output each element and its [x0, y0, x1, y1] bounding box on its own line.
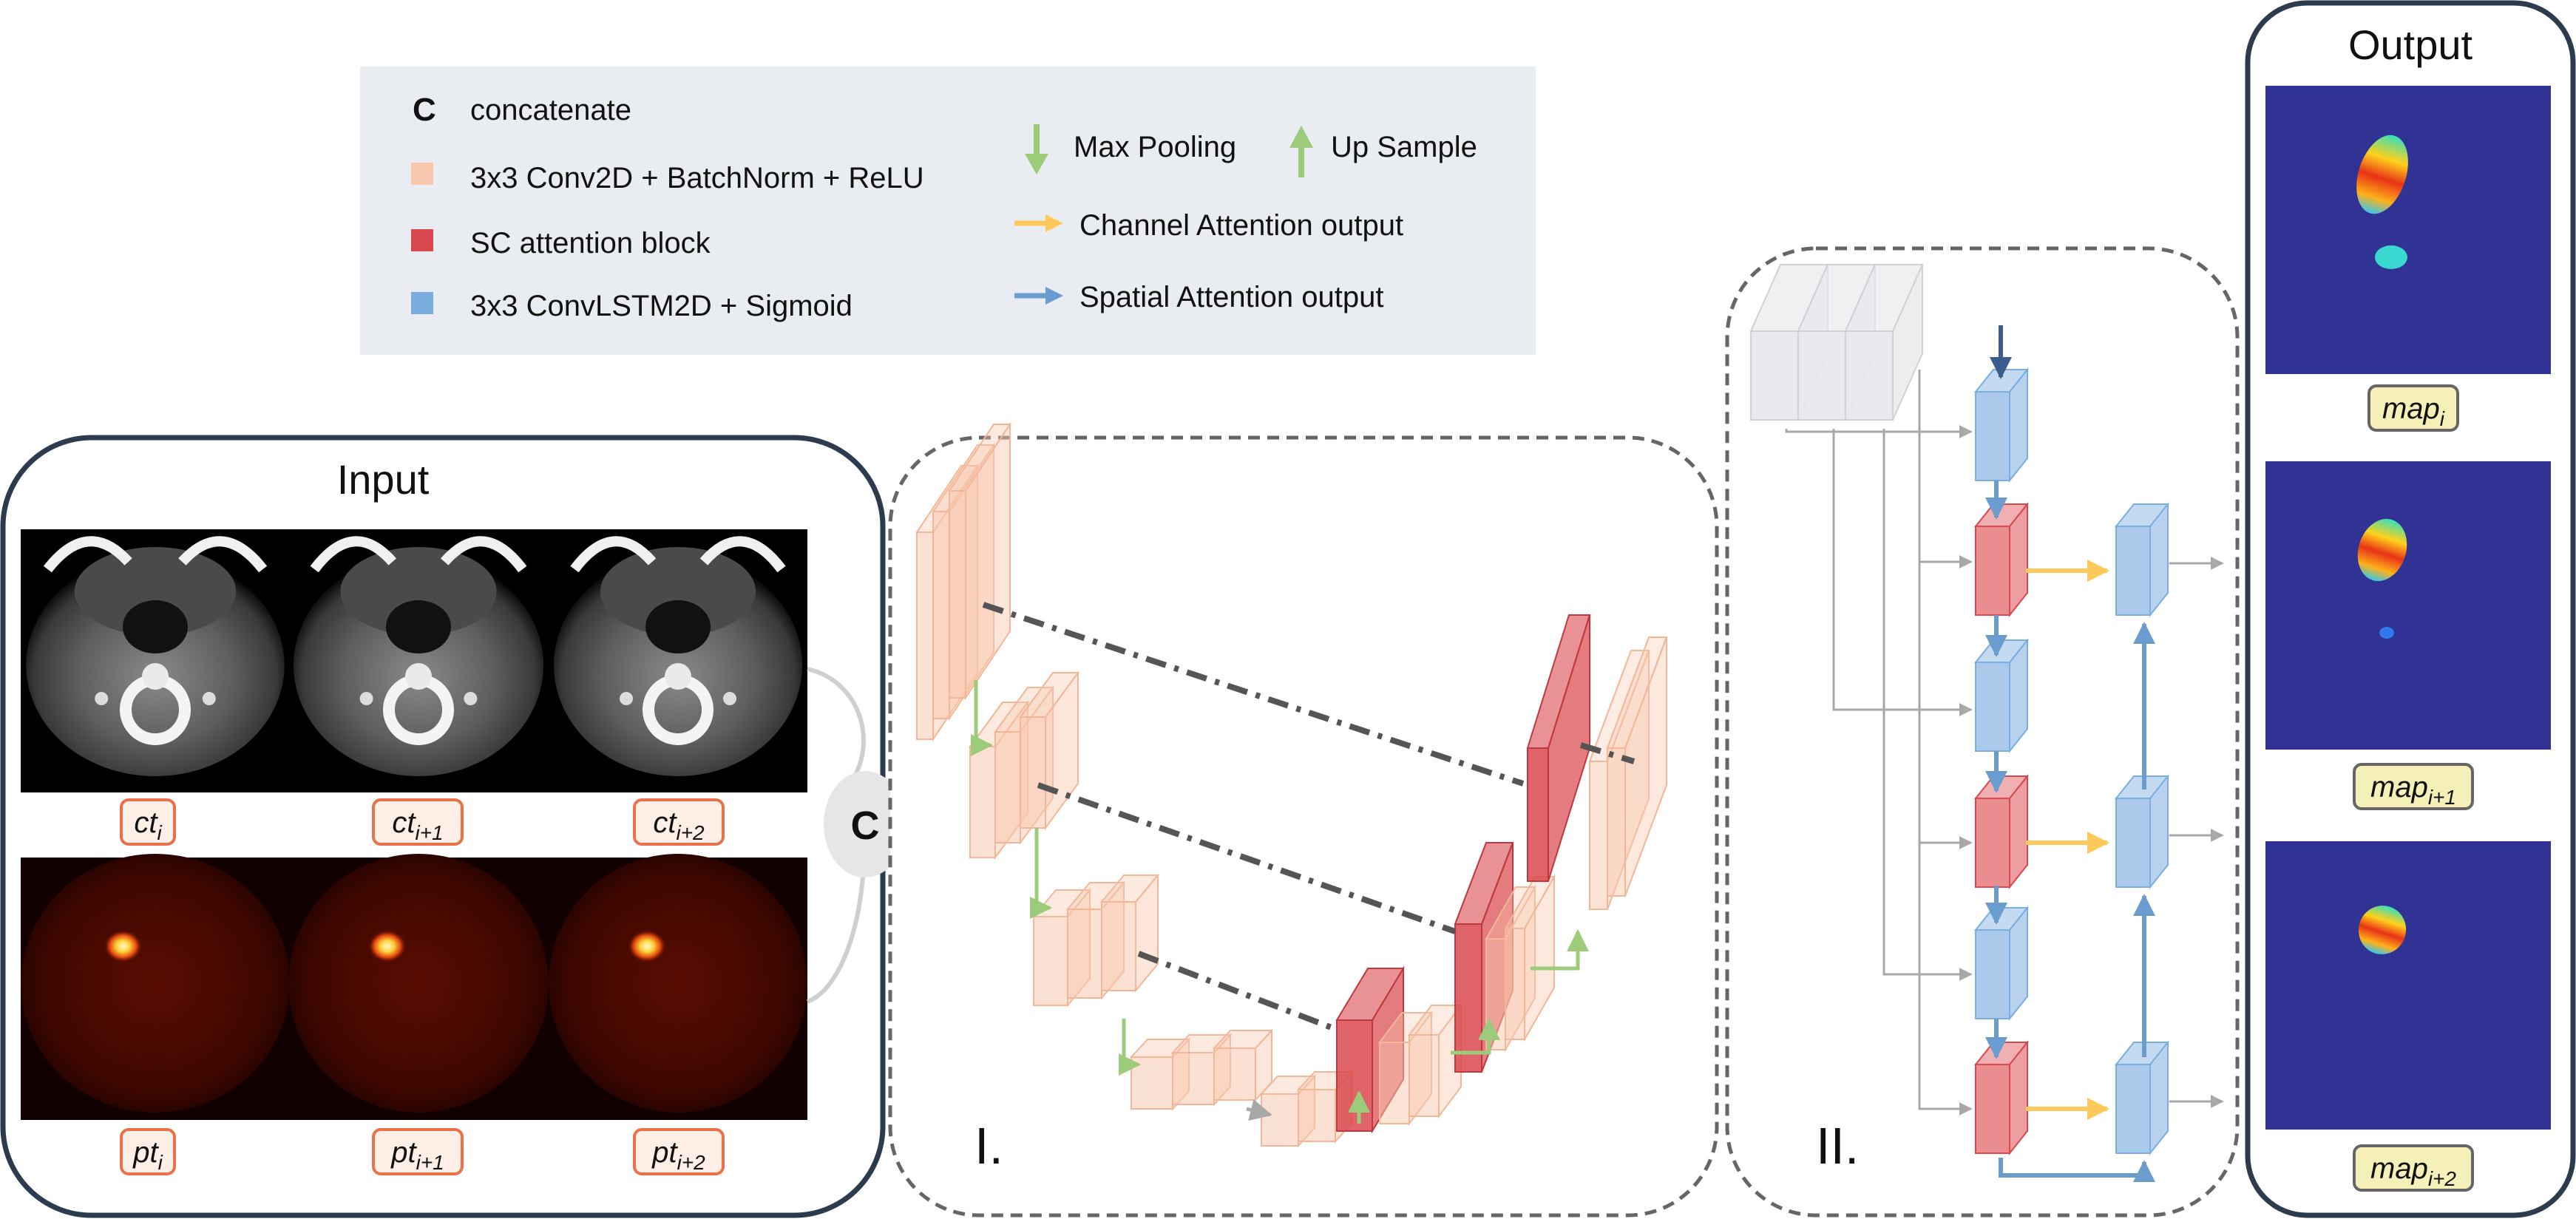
svg-text:pti+1: pti+1 [390, 1136, 444, 1174]
ct-labels: cti cti+1 cti+2 [120, 798, 725, 846]
unet-label: I. [975, 1117, 1003, 1175]
pt-slice-image [288, 854, 549, 1120]
convlstm-block [2114, 502, 2170, 617]
ct-slice-image [549, 529, 807, 792]
output-title: Output [2348, 21, 2473, 68]
output-panel: Output mapi mapi+1 mapi+2 [2245, 0, 2576, 1218]
feed-line [1832, 429, 1973, 716]
concat-node-symbol: C [851, 804, 880, 848]
ct-slice-image [288, 529, 549, 792]
maxpool-arrow [1119, 1019, 1141, 1076]
concat-node: C [824, 771, 906, 877]
conv-block [1504, 874, 1556, 1042]
convlstm-block [1973, 367, 2030, 483]
svg-text:pti: pti [132, 1136, 163, 1174]
conv-block [1212, 1028, 1274, 1102]
lstm-swatch [411, 292, 433, 314]
stacked-feature-block [1844, 264, 1924, 421]
conv-block [1606, 636, 1668, 897]
maxpool-arrow [971, 680, 993, 756]
concat-circle [824, 771, 906, 877]
skip-connection [1579, 742, 1636, 764]
lstm-label: II. [1816, 1117, 1859, 1175]
ct-label: cti [120, 798, 176, 846]
pt-slice-image [549, 854, 807, 1120]
svg-text:mapi: mapi [2382, 393, 2445, 430]
sc-attention-block [1973, 1040, 2030, 1155]
pt-label: pti+2 [633, 1128, 725, 1175]
output-map-image [2265, 841, 2551, 1130]
unet-panel: I. [888, 421, 1719, 1218]
sc-attention-block [1973, 774, 2030, 889]
skip-connection [1137, 951, 1337, 1032]
bottleneck-arrow [1246, 1099, 1272, 1121]
lstm-label: 3x3 ConvLSTM2D + Sigmoid [470, 290, 853, 322]
maxpool-arrow-icon [1025, 124, 1048, 174]
output-map-label: mapi+1 [2353, 763, 2474, 810]
sc-attention-block [1526, 614, 1591, 882]
output-map-image [2265, 461, 2551, 750]
channel-attention-label: Channel Attention output [1079, 209, 1403, 242]
pt-labels: pti pti+1 pti+2 [120, 1128, 725, 1175]
svg-text:cti: cti [134, 807, 162, 844]
output-map-image [2265, 86, 2551, 374]
output-map-label: mapi+2 [2353, 1144, 2474, 1192]
svg-text:cti+2: cti+2 [653, 807, 705, 844]
convlstm-block [1973, 638, 2030, 753]
upsample-arrow [1531, 929, 1589, 971]
feed-line [1785, 425, 1973, 438]
input-title: Input [337, 456, 430, 503]
sc-swatch [411, 229, 433, 251]
concat-label: concatenate [470, 94, 631, 126]
maxpool-arrow [1030, 828, 1052, 919]
feed-line [1882, 429, 1973, 981]
convlstm-block [2114, 1040, 2170, 1155]
feed-line [1918, 370, 1973, 1116]
legend: C concatenate 3x3 Conv2D + BatchNorm + R… [360, 67, 1536, 355]
spatial-attention-arrow-icon [1014, 287, 1063, 305]
conv-block [1099, 873, 1160, 993]
legend-background [360, 67, 1536, 355]
svg-text:mapi+1: mapi+1 [2370, 771, 2456, 809]
lstm-panel: II. [1725, 246, 2240, 1218]
conv-label: 3x3 Conv2D + BatchNorm + ReLU [470, 162, 924, 194]
convlstm-block [1973, 906, 2030, 1021]
spatial-attention-label: Spatial Attention output [1079, 281, 1383, 313]
ct-images [21, 529, 807, 792]
output-map-label: mapi [2367, 384, 2459, 432]
skip-connection [982, 602, 1525, 787]
svg-text:cti+1: cti+1 [392, 807, 443, 844]
ct-slice-image [21, 529, 290, 792]
ct-label: cti+2 [633, 798, 725, 846]
concat-symbol: C [413, 92, 436, 128]
svg-text:pti+2: pti+2 [651, 1136, 705, 1174]
upsample-arrow [1451, 1018, 1500, 1055]
convlstm-block [2114, 774, 2170, 889]
svg-text:mapi+2: mapi+2 [2370, 1152, 2456, 1190]
conv-block [1129, 1037, 1191, 1111]
pt-label: pti [120, 1128, 176, 1175]
skip-connection [1037, 782, 1457, 934]
pt-slice-image [21, 854, 290, 1120]
pt-images [21, 854, 807, 1120]
upsample-label: Up Sample [1331, 131, 1477, 163]
conv-block [948, 421, 1011, 701]
upsample-arrow-icon [1289, 126, 1313, 177]
maxpool-label: Max Pooling [1074, 131, 1236, 163]
ct-label: cti+1 [372, 798, 464, 846]
input-panel: Input cti cti+1 cti+2 pti pti+1 pti+2 [0, 435, 886, 1218]
channel-attention-arrow-icon [1014, 214, 1063, 232]
loop-arrow [1999, 1158, 2155, 1182]
conv-swatch [411, 163, 433, 185]
pt-label: pti+1 [372, 1128, 464, 1175]
sc-attention-block [1973, 502, 2030, 617]
sc-label: SC attention block [470, 227, 711, 259]
